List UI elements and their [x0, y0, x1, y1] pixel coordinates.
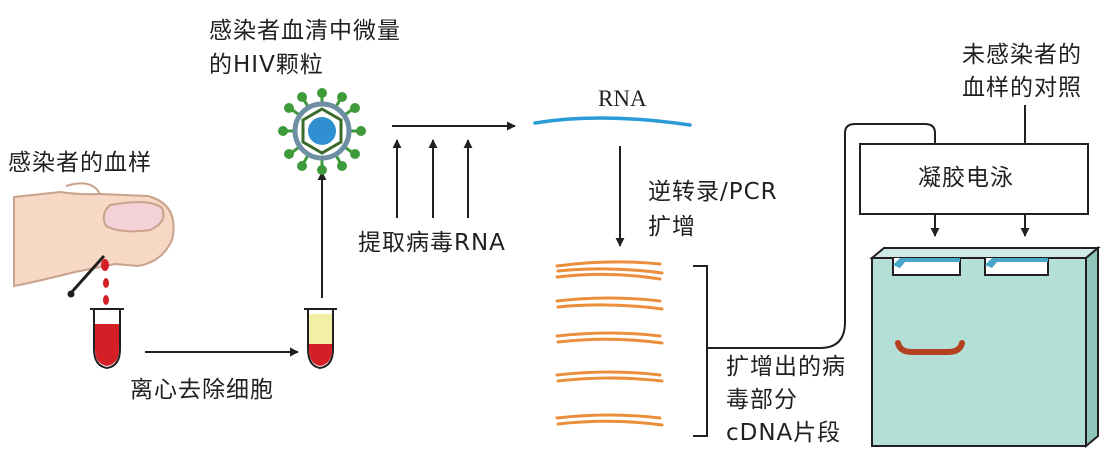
label-blood-sample: 感染者的血样: [8, 150, 152, 176]
label-amplified-line1: 扩增出的病: [726, 354, 846, 380]
label-rt-pcr-line1: 逆转录/PCR: [648, 179, 778, 205]
gel-electrophoresis-box: [859, 143, 1089, 215]
serum-tube-icon: [304, 308, 337, 370]
label-serum-virus-line1: 感染者血清中微量: [209, 18, 401, 44]
label-rna: RNA: [598, 86, 647, 111]
cdna-bracket: [693, 265, 708, 437]
label-serum-virus-line2: 的HIV颗粒: [209, 52, 324, 78]
label-control-line1: 未感染者的: [962, 42, 1082, 68]
rna-strand: [533, 116, 692, 127]
gel-box-icon: [869, 245, 1101, 449]
finger-icon: [13, 182, 175, 288]
extraction-arrows: [392, 121, 516, 218]
blood-tube-icon: [90, 308, 124, 370]
label-rt-pcr-line2: 扩增: [648, 214, 696, 240]
label-amplified-line2: 毒部分: [726, 387, 798, 413]
cdna-fragments: [555, 260, 664, 427]
gel-band: [895, 340, 965, 355]
label-extract-rna: 提取病毒RNA: [358, 230, 506, 256]
sample-connector: [707, 123, 940, 349]
label-gel: 凝胶电泳: [918, 165, 1014, 191]
label-control-line2: 血样的对照: [962, 75, 1082, 101]
label-amplified-line3: cDNA片段: [726, 420, 842, 446]
lancet-icon: [67, 254, 106, 298]
label-centrifuge: 离心去除细胞: [130, 377, 274, 403]
hiv-virus-icon: [278, 88, 366, 175]
blood-drops: [101, 259, 109, 305]
